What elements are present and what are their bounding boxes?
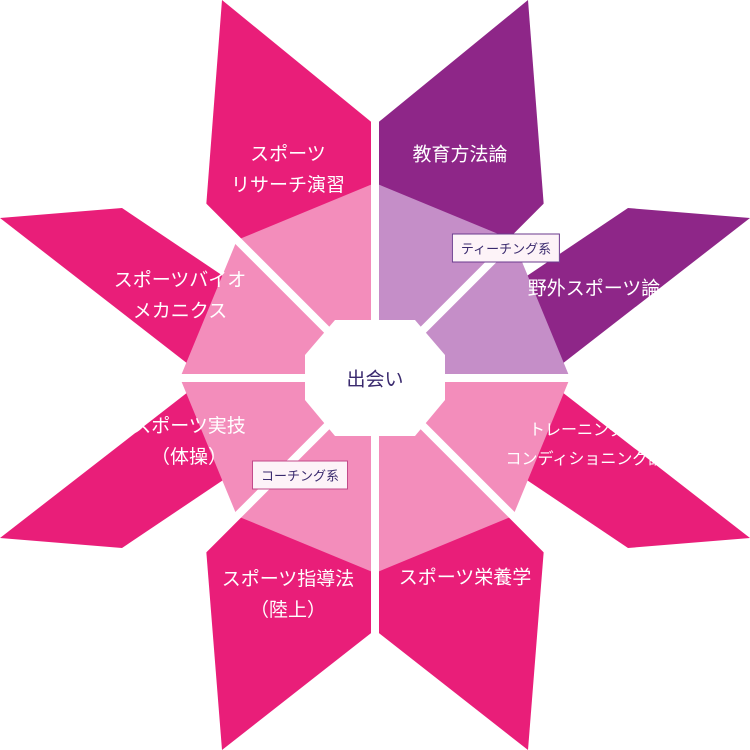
coaching-category-tag: コーチング系 [251, 460, 349, 490]
petal-label-nutrition: スポーツ栄養学 [398, 566, 532, 589]
teaching-category-tag: ティーチング系 [451, 233, 561, 263]
center-label: 出会い [346, 368, 404, 391]
petal-label-biomechanics: スポーツバイオ メカニクス [113, 269, 247, 322]
center-hub [305, 320, 445, 436]
petal-label-research: スポーツ リサーチ演習 [230, 143, 346, 196]
petal-label-coaching-track: スポーツ指導法 （陸上） [221, 568, 355, 621]
petal-label-outdoor: 野外スポーツ論 [527, 277, 661, 300]
petal-label-training: トレーニング＆ コンディショニング論 [505, 420, 665, 468]
petal-label-gymnastics: スポーツ実技 （体操） [132, 415, 246, 468]
petal-label-teaching-method: 教育方法論 [412, 143, 508, 166]
